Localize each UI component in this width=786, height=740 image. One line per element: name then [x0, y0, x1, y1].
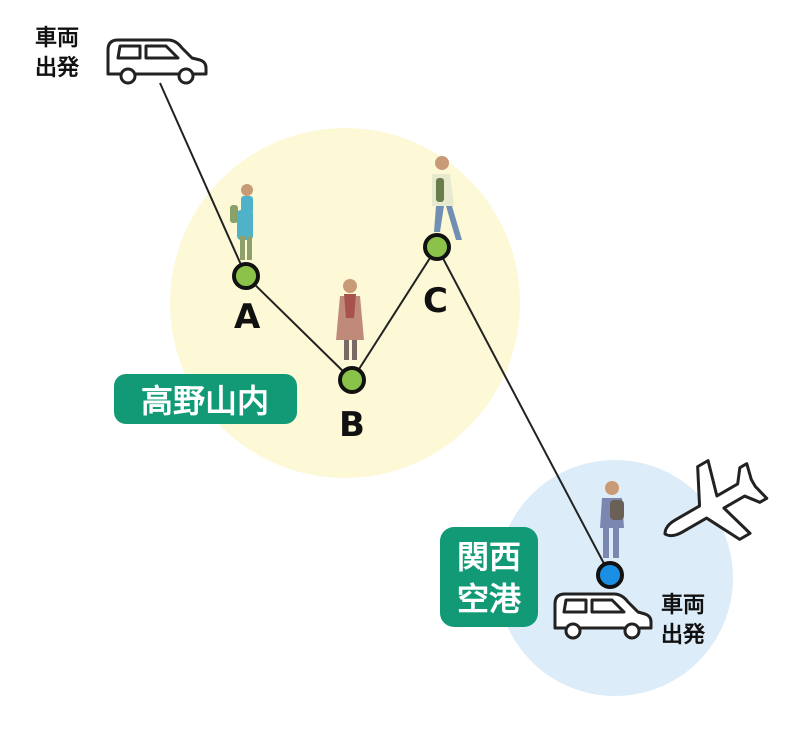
walker-figure-c — [432, 156, 462, 240]
walker-figure-kix — [600, 481, 624, 558]
car-icon-end — [553, 592, 653, 640]
koyasan-badge — [114, 374, 297, 424]
point-kix-marker — [596, 561, 624, 589]
point-a-label: A — [234, 297, 261, 337]
walker-figure-a — [230, 184, 253, 260]
point-b-marker — [338, 366, 366, 394]
start-label-line2: 出発 — [35, 56, 80, 81]
kix-badge-line2: 空港 — [457, 580, 522, 618]
end-label-line2: 出発 — [661, 623, 706, 648]
point-a-marker — [232, 262, 260, 290]
airplane-icon — [663, 459, 769, 541]
car-icon-start — [106, 38, 208, 85]
walker-figure-b — [336, 279, 364, 360]
point-b-label: B — [339, 405, 365, 445]
koyasan-badge-label: 高野山内 — [141, 382, 269, 420]
end-label-line1: 車両 — [661, 593, 705, 618]
kix-badge-line1: 関西 — [457, 538, 521, 576]
kix-badge — [440, 527, 538, 627]
point-c-marker — [423, 233, 451, 261]
start-label-line1: 車両 — [35, 26, 79, 51]
point-c-label: C — [423, 281, 448, 321]
